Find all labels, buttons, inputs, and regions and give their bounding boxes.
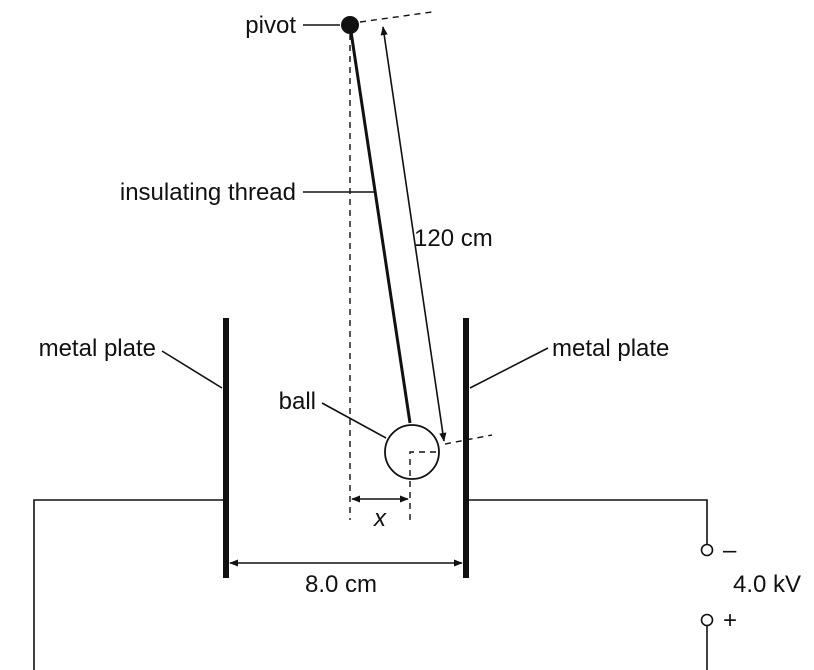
length-extension-top (359, 11, 433, 23)
plate-right-label: metal plate (552, 335, 669, 362)
length-dimension-arrow (380, 26, 447, 442)
circuit-wire-right (466, 499, 708, 545)
ball-label: ball (279, 388, 316, 415)
circuit-wire-left (33, 499, 226, 670)
terminal-positive (700, 613, 714, 627)
ball-centre-reference (409, 451, 440, 520)
ball-leader (321, 402, 387, 439)
thread-label: insulating thread (120, 179, 296, 206)
terminal-positive-sign: + (723, 607, 737, 634)
separation-label: 8.0 cm (305, 571, 377, 598)
pivot-label: pivot (245, 12, 296, 39)
deflection-label: x (373, 505, 387, 532)
terminal-negative (700, 543, 714, 557)
voltage-label: 4.0 kV (733, 571, 801, 598)
insulating-thread (348, 24, 412, 424)
length-label: 120 cm (414, 225, 493, 252)
plate-left-label: metal plate (39, 335, 156, 362)
terminal-negative-sign: – (723, 537, 737, 564)
plate-left-leader (161, 350, 223, 389)
plate-right-leader (469, 347, 549, 389)
